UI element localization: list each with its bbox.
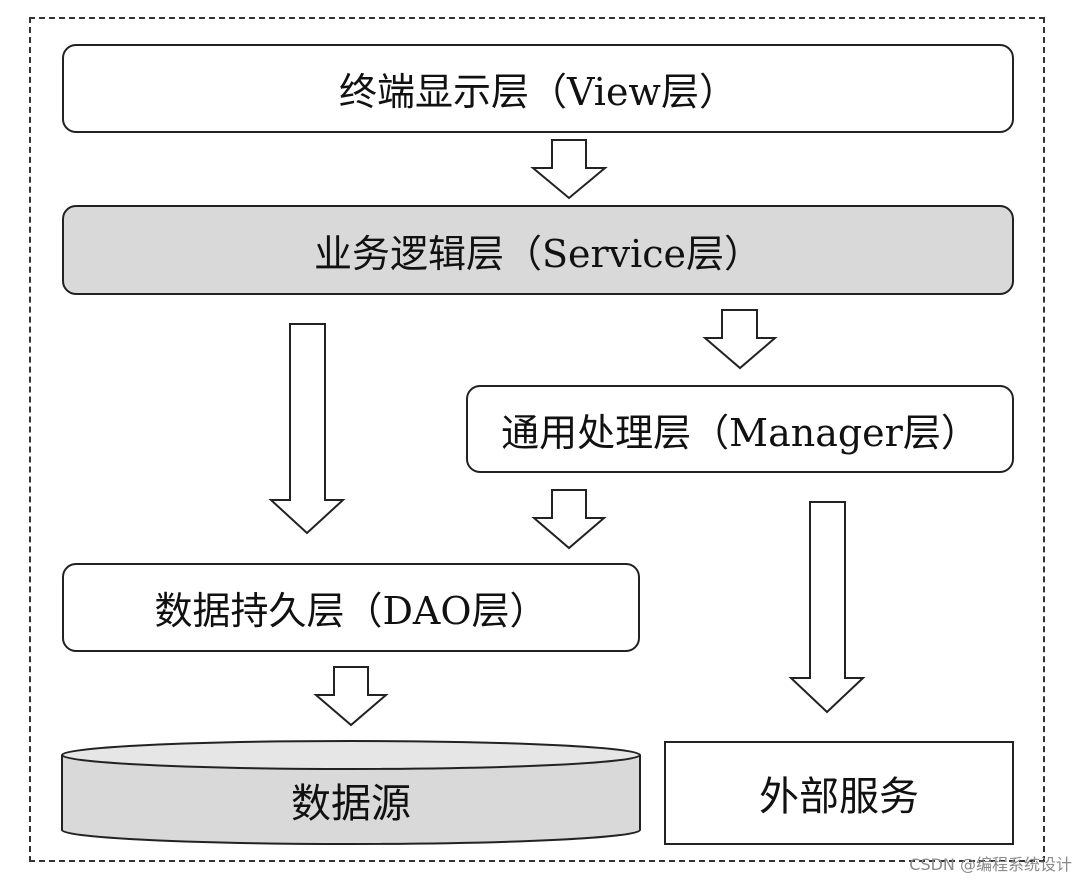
data-source-label: 数据源 (291, 781, 411, 827)
service-layer-box: 业务逻辑层（Service层） (62, 205, 1014, 295)
watermark: CSDN @编程系统设计 (909, 855, 1072, 874)
external-service-box: 外部服务 (664, 741, 1014, 845)
view-layer-label: 终端显示层（View层） (339, 70, 737, 114)
external-service-label: 外部服务 (759, 774, 919, 820)
diagram-frame (29, 17, 1045, 862)
service-layer-label: 业务逻辑层（Service层） (313, 231, 763, 276)
dao-layer-box: 数据持久层（DAO层） (62, 563, 640, 652)
manager-layer-box: 通用处理层（Manager层） (466, 385, 1014, 473)
dao-layer-label: 数据持久层（DAO层） (154, 589, 548, 633)
manager-layer-label: 通用处理层（Manager层） (501, 410, 979, 455)
view-layer-box: 终端显示层（View层） (62, 44, 1014, 133)
